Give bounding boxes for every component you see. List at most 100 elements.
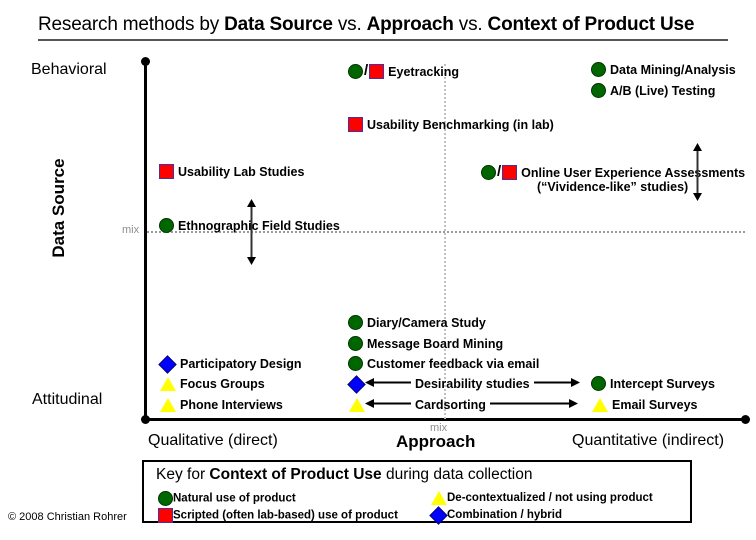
yellow-triangle-icon: [348, 397, 365, 412]
red-square-icon: [369, 64, 385, 80]
axis-origin-endpoint: [141, 415, 150, 424]
data-point-diary-camera-study[interactable]: Diary/Camera Study: [348, 315, 486, 331]
title-part-2: vs.: [332, 14, 367, 35]
data-point-label: Customer feedback via email: [367, 356, 540, 371]
title-part-3: vs.: [453, 14, 488, 35]
legend-entry-label: De-contextualized / not using product: [447, 492, 653, 505]
data-point-email-surveys[interactable]: Email Surveys: [591, 397, 697, 412]
vertical-mix-gridline: [444, 64, 446, 419]
data-point-label: Online User Experience Assessments: [521, 165, 746, 180]
data-point-intercept-surveys[interactable]: Intercept Surveys: [591, 376, 715, 392]
data-point-label: Intercept Surveys: [610, 376, 715, 391]
green-circle-icon: [481, 165, 496, 181]
data-point-usability-benchmarking[interactable]: Usability Benchmarking (in lab): [348, 117, 554, 133]
title-bold-context: Context of Product Use: [487, 14, 695, 35]
green-circle-icon: [159, 218, 174, 234]
data-point-label: Participatory Design: [180, 356, 302, 371]
green-circle-icon: [348, 356, 363, 372]
green-circle-icon: [591, 62, 606, 78]
y-axis-top-endpoint: [141, 57, 150, 66]
data-point-label: Ethnographic Field Studies: [178, 218, 340, 233]
green-circle-icon: [348, 64, 363, 80]
data-point-eyetracking[interactable]: / Eyetracking: [348, 62, 460, 80]
y-axis-title: Data Source: [49, 158, 68, 258]
title-part-1: Research methods by: [38, 14, 225, 35]
vertical-double-arrow-icon: [692, 143, 703, 201]
slash-separator: /: [497, 163, 502, 180]
data-point-online-ux-assessments[interactable]: / Online User Experience Assessments (“Vi…: [481, 163, 745, 195]
data-point-customer-feedback[interactable]: Customer feedback via email: [348, 356, 540, 372]
legend-entry-label: Natural use of product: [173, 492, 296, 505]
legend-entry-natural: Natural use of product: [158, 491, 296, 506]
y-axis-mix-label: mix: [122, 224, 140, 236]
legend-title-part-1: Key for: [156, 466, 210, 483]
data-point-usability-lab-studies[interactable]: Usability Lab Studies: [159, 164, 305, 180]
data-point-data-mining[interactable]: Data Mining/Analysis: [591, 62, 736, 78]
title-bold-data-source: Data Source: [224, 14, 333, 35]
data-point-label: Diary/Camera Study: [367, 315, 486, 330]
data-point-ethnographic-field-studies[interactable]: Ethnographic Field Studies: [159, 218, 340, 234]
red-square-icon: [158, 508, 173, 523]
slash-separator: /: [364, 62, 369, 79]
green-circle-icon: [591, 83, 606, 99]
y-axis-top-label: Behavioral: [31, 61, 107, 78]
legend-title-part-2: during data collection: [381, 466, 533, 483]
data-point-focus-groups[interactable]: Focus Groups: [159, 376, 265, 391]
green-circle-icon: [348, 315, 363, 331]
right-arrow-icon: [486, 398, 578, 412]
legend-title: Key for Context of Product Use during da…: [156, 466, 532, 484]
data-point-message-board-mining[interactable]: Message Board Mining: [348, 336, 504, 352]
data-point-label: Message Board Mining: [367, 336, 504, 351]
legend-title-bold: Context of Product Use: [209, 466, 382, 483]
data-point-participatory-design[interactable]: Participatory Design: [158, 355, 302, 374]
y-axis-line: [144, 62, 147, 420]
data-point-desirability-studies[interactable]: Desirability studies: [347, 375, 580, 394]
right-arrow-icon: [530, 377, 580, 391]
y-axis-bottom-label: Attitudinal: [32, 391, 103, 408]
data-point-cardsorting[interactable]: Cardsorting: [348, 397, 578, 412]
red-square-icon: [502, 165, 518, 181]
yellow-triangle-icon: [159, 397, 176, 412]
legend-entry-label: Combination / hybrid: [447, 509, 562, 522]
data-point-phone-interviews[interactable]: Phone Interviews: [159, 397, 283, 412]
red-square-icon: [159, 164, 174, 180]
green-circle-icon: [158, 491, 173, 506]
data-point-label: Email Surveys: [612, 397, 698, 412]
red-square-icon: [348, 117, 363, 133]
legend-entry-decontextualized: De-contextualized / not using product: [430, 491, 653, 505]
blue-diamond-icon: [347, 375, 366, 394]
x-axis-left-label: Qualitative (direct): [148, 432, 278, 449]
data-point-label: Phone Interviews: [180, 397, 283, 412]
legend-entry-label: Scripted (often lab-based) use of produc…: [173, 509, 398, 522]
legend-key-box: Key for Context of Product Use during da…: [142, 460, 692, 525]
left-arrow-icon: [365, 398, 411, 412]
legend-entry-scripted: Scripted (often lab-based) use of produc…: [158, 508, 398, 523]
data-point-ab-testing[interactable]: A/B (Live) Testing: [591, 83, 716, 99]
data-point-label: Eyetracking: [388, 64, 460, 79]
yellow-triangle-icon: [159, 376, 176, 391]
x-axis-title: Approach: [396, 432, 476, 451]
x-axis-right-endpoint: [741, 415, 750, 424]
data-point-label: Usability Benchmarking (in lab): [367, 117, 554, 132]
vertical-double-arrow-icon: [246, 199, 257, 265]
x-axis-mix-label: mix: [430, 422, 448, 434]
yellow-triangle-icon: [430, 491, 447, 505]
yellow-triangle-icon: [591, 397, 608, 412]
data-point-label: Cardsorting: [415, 397, 486, 412]
blue-diamond-icon: [429, 506, 448, 525]
data-point-label: Desirability studies: [415, 376, 530, 391]
data-point-label: Usability Lab Studies: [178, 164, 305, 179]
green-circle-icon: [591, 376, 606, 392]
page-title: Research methods by Data Source vs. Appr…: [38, 14, 728, 41]
copyright-notice: © 2008 Christian Rohrer: [8, 511, 127, 523]
x-axis-right-label: Quantitative (indirect): [572, 432, 725, 449]
legend-entry-combination: Combination / hybrid: [429, 506, 562, 525]
title-bold-approach: Approach: [366, 14, 454, 35]
green-circle-icon: [348, 336, 363, 352]
horizontal-mix-gridline: [147, 231, 745, 233]
data-point-label: A/B (Live) Testing: [610, 83, 716, 98]
data-point-label-line2: (“Vividence-like” studies): [537, 180, 689, 195]
left-arrow-icon: [365, 377, 411, 391]
blue-diamond-icon: [158, 355, 177, 374]
data-point-label: Data Mining/Analysis: [610, 62, 736, 77]
